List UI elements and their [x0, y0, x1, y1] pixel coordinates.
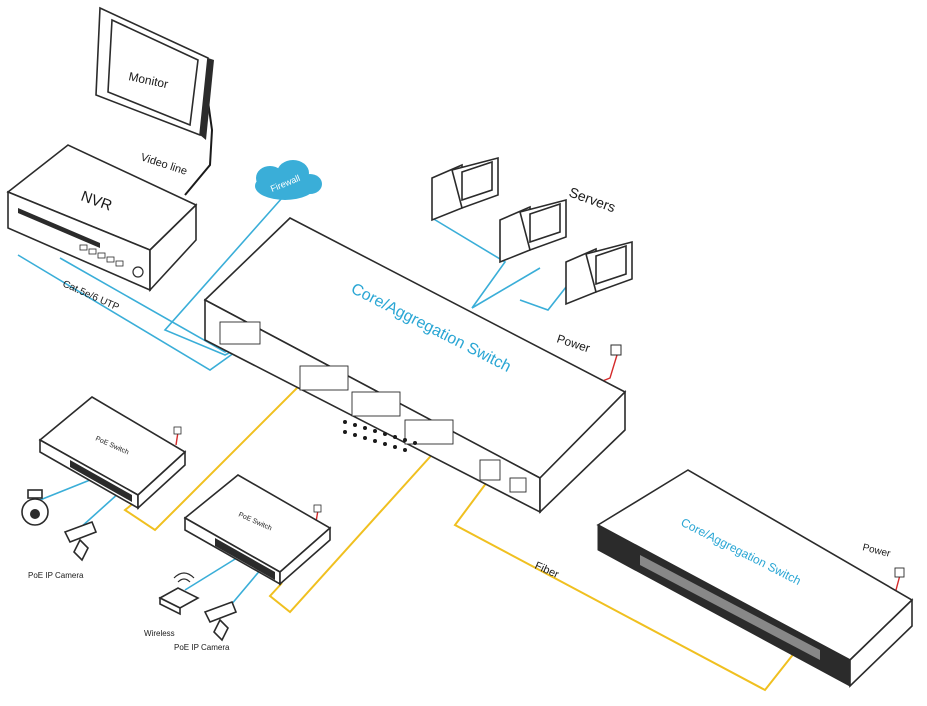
poe-camera-mid-label: PoE IP Camera — [174, 643, 230, 652]
server-icon — [499, 198, 567, 264]
core-switch-main: Core/Aggregation Switch — [203, 217, 627, 514]
poe-switch-mid-ports — [215, 538, 275, 580]
fiber-label: Fiber — [533, 560, 561, 581]
power-cable-main — [599, 354, 618, 383]
power-outlet-icon — [894, 567, 905, 578]
dome-camera-icon — [21, 489, 49, 526]
poe-camera-left-label: PoE IP Camera — [28, 571, 84, 580]
camera-cable-left-1 — [39, 477, 96, 501]
fiber-cable-core — [453, 477, 796, 692]
wireless-ap-icon — [158, 572, 200, 616]
video-line-label: Video line — [139, 151, 188, 177]
servers-cable-2 — [471, 267, 541, 309]
servers-cable-3 — [519, 281, 571, 311]
cables — [17, 79, 901, 692]
wireless-label: Wireless — [144, 629, 175, 638]
servers-cable — [431, 217, 507, 309]
nvr: NVR — [6, 144, 198, 293]
core-switch-main-leds — [343, 420, 417, 452]
wireless-cable — [184, 555, 241, 591]
power-outlet-icon — [173, 426, 182, 435]
poe-switch-left: PoE Switch — [38, 396, 187, 510]
power-outlet-icon — [313, 504, 322, 513]
core-switch-second-ports — [640, 555, 820, 660]
power-main-label: Power — [555, 332, 592, 356]
servers-label: Servers — [567, 184, 618, 216]
server-icon — [565, 240, 633, 306]
poe-switch-mid: PoE Switch — [183, 474, 332, 586]
nvr-buttons — [79, 244, 124, 267]
firewall-cloud-icon: Firewall — [255, 160, 322, 200]
bullet-camera-icon — [63, 520, 98, 562]
nvr-power-knob — [132, 266, 144, 278]
bullet-camera-icon — [203, 600, 238, 642]
nvr-uplink-cable — [17, 254, 239, 371]
camera-cable-left-2 — [79, 491, 121, 529]
power-outlet-icon — [610, 344, 622, 356]
fiber-cable-poe-mid — [268, 447, 439, 614]
servers: Servers — [431, 156, 633, 306]
core-switch-main-ports — [219, 321, 527, 493]
power-second-label: Power — [861, 542, 892, 560]
server-icon — [431, 156, 499, 222]
poe-switch-left-ports — [70, 460, 132, 502]
core-switch-second: Core/Aggregation Switch — [596, 469, 914, 688]
monitor: Monitor — [95, 6, 214, 140]
cat-utp-label: Cat.5e/6 UTP — [61, 279, 121, 314]
